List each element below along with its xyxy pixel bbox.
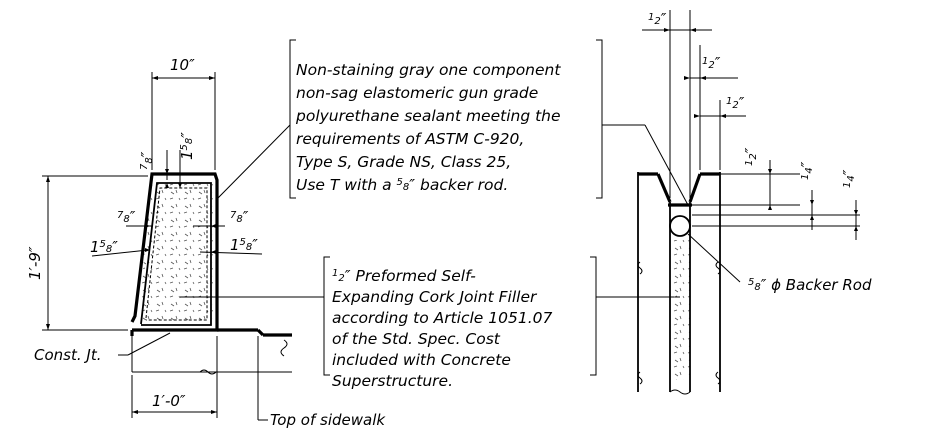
- svg-text:158″: 158″: [230, 236, 258, 254]
- svg-text:12″: 12″: [742, 147, 760, 166]
- svg-text:14″: 14″: [798, 161, 816, 180]
- svg-text:158″: 158″: [178, 132, 196, 160]
- svg-text:12″: 12″: [648, 10, 667, 28]
- barrier-callouts: Const. Jt. Top of sidewalk: [34, 332, 386, 429]
- svg-text:Type S, Grade NS, Class 25,: Type S, Grade NS, Class 25,: [296, 153, 511, 171]
- dim-side-thickness: 78″ 78″ 158″ 158″: [90, 208, 263, 257]
- svg-text:Superstructure.: Superstructure.: [332, 372, 453, 390]
- svg-text:78″: 78″: [138, 151, 156, 170]
- top-width-label: 10″: [170, 56, 195, 74]
- dim-top-width: 10″: [151, 56, 216, 170]
- joint-detail: [637, 172, 721, 395]
- const-jt-label: Const. Jt.: [34, 346, 101, 364]
- barrier-section: [130, 172, 292, 375]
- svg-text:of the Std. Spec. Cost: of the Std. Spec. Cost: [332, 330, 501, 348]
- svg-text:14″: 14″: [840, 169, 858, 188]
- svg-text:requirements of ASTM C-920,: requirements of ASTM C-920,: [296, 130, 524, 148]
- svg-text:non-sag elastomeric gun grade: non-sag elastomeric gun grade: [296, 84, 538, 102]
- base-width-label: 1′-0″: [152, 392, 186, 410]
- sealant-note: Non-staining gray one component non-sag …: [217, 39, 689, 206]
- dim-height: 1′-9″: [26, 175, 148, 331]
- svg-text:12″: 12″: [702, 54, 721, 72]
- dim-top-thickness: 78″ 158″: [138, 132, 196, 188]
- svg-text:78″: 78″: [117, 208, 136, 226]
- svg-text:158″: 158″: [90, 238, 118, 256]
- joint-dimensions: 12″ 12″ 12″ 12″ 14″ 14″: [642, 10, 860, 240]
- svg-text:12″ Preformed Self-: 12″ Preformed Self-: [332, 267, 476, 285]
- svg-text:58″ ϕ Backer Rod: 58″ ϕ Backer Rod: [748, 276, 872, 294]
- svg-text:Non-staining gray one componen: Non-staining gray one component: [296, 61, 561, 79]
- svg-text:Use T with a 58″ backer rod.: Use T with a 58″ backer rod.: [296, 176, 508, 194]
- top-of-sidewalk-label: Top of sidewalk: [270, 411, 386, 429]
- dim-base-width: 1′-0″: [131, 336, 218, 418]
- svg-text:Expanding Cork Joint Filler: Expanding Cork Joint Filler: [332, 288, 538, 306]
- svg-text:polyurethane sealant meeting t: polyurethane sealant meeting the: [295, 107, 561, 125]
- backer-rod-callout: 58″ ϕ Backer Rod: [687, 233, 872, 294]
- svg-text:12″: 12″: [726, 94, 745, 112]
- svg-text:according to Article 1051.07: according to Article 1051.07: [332, 309, 553, 327]
- svg-text:78″: 78″: [230, 208, 249, 226]
- height-label: 1′-9″: [26, 246, 44, 280]
- svg-text:included with Concrete: included with Concrete: [332, 351, 511, 369]
- filler-note: 12″ Preformed Self- Expanding Cork Joint…: [180, 256, 680, 390]
